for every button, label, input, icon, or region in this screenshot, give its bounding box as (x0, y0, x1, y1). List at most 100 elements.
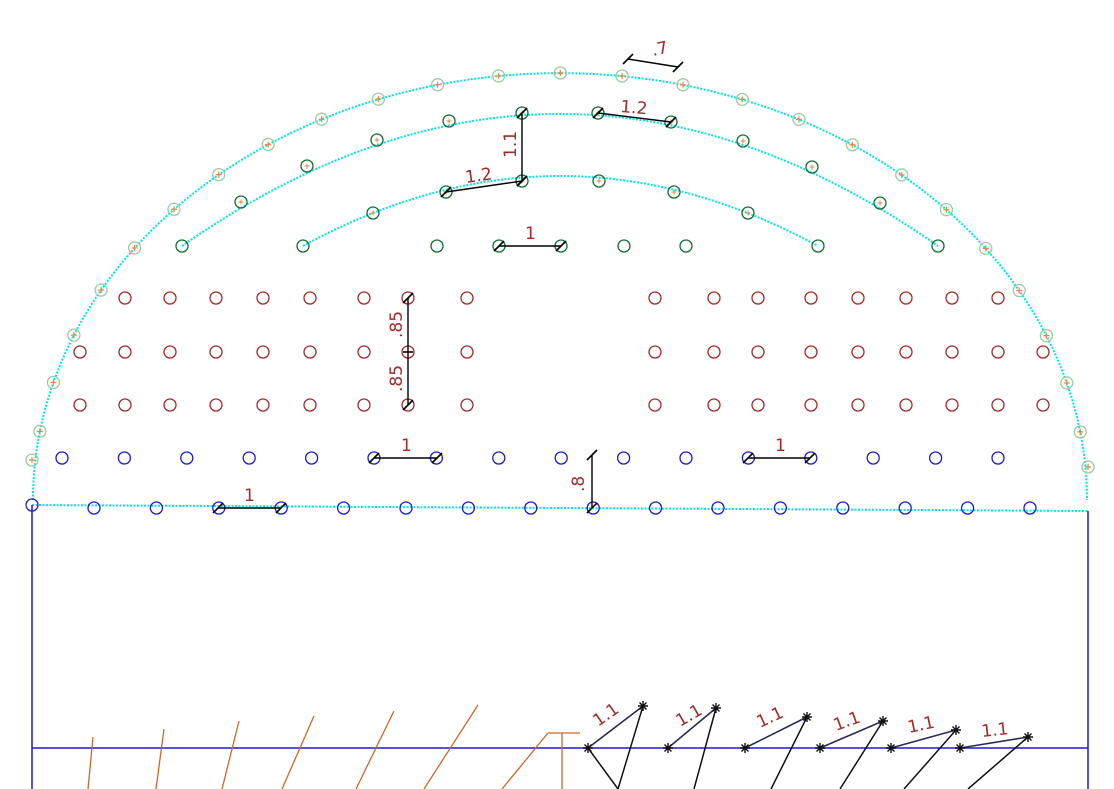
dim-inner-spacing: 1 (525, 224, 536, 244)
perimeter-hole-center (36, 428, 43, 435)
cut-hole-marker (802, 712, 812, 722)
stoping-hole (1036, 398, 1050, 412)
stoping-hole (899, 291, 913, 305)
dim-stoping-burden-upper: .85 (387, 311, 407, 338)
perimeter-hole-center (171, 206, 178, 213)
stoping-hole (751, 398, 765, 412)
crown-spacing-right-dim (597, 112, 672, 123)
lifter-hole (960, 501, 975, 515)
stoping-hole (256, 398, 270, 412)
cut-hole (587, 747, 619, 789)
cut-hole-marker (951, 725, 961, 735)
crown-spacing-right-dim-tick (665, 116, 677, 128)
crown-hole (667, 185, 681, 199)
dim-crown-spacing-right: 1.2 (620, 97, 649, 119)
dim-lifter-spacing: 1 (244, 486, 255, 506)
dim-perimeter-spacing: .7 (650, 38, 670, 61)
crown-hole (592, 174, 606, 188)
perimeter-hole-center (265, 141, 272, 148)
stoping-hole (804, 291, 818, 305)
perimeter-hole-center (495, 72, 502, 79)
stoping-hole (460, 398, 474, 412)
crown-hole-center (596, 178, 602, 184)
perimeter-hole-center (1077, 428, 1084, 435)
lifter-spacing-dim-tick (275, 502, 287, 514)
stoping-hole (303, 291, 317, 305)
perimeter-hole-center (318, 116, 325, 123)
crown-hole-center (809, 164, 815, 170)
lifter-hole (461, 501, 476, 515)
stoping-hole (163, 345, 177, 359)
helper-spacing-right-dim-tick (804, 452, 816, 464)
perimeter-hole (1081, 460, 1095, 474)
stoping-hole (991, 345, 1005, 359)
helper-hole (679, 451, 693, 465)
lifter-hole (25, 498, 39, 512)
stoping-hole (163, 291, 177, 305)
crown-hole-center (374, 137, 380, 143)
lifter-hole (336, 501, 351, 515)
perimeter-hole (1060, 376, 1074, 390)
helper-hole (991, 451, 1005, 465)
stoping-hole (1036, 345, 1050, 359)
perimeter-hole (676, 78, 690, 92)
cut-hole-marker (886, 743, 896, 753)
crown-spacing-right-dim-tick (592, 107, 604, 119)
perimeter-hole (491, 69, 506, 83)
dim-crown-burden: 1.1 (501, 131, 521, 158)
stoping-hole (256, 345, 270, 359)
stoping-hole (707, 291, 721, 305)
stoping-hole (899, 345, 913, 359)
cut-hole-marker (711, 703, 721, 713)
perimeter-hole-center (434, 81, 441, 88)
stoping-hole (460, 345, 474, 359)
crown-hole (664, 115, 678, 129)
stoping-hole (209, 398, 223, 412)
dim-helper-spacing-left: 1 (401, 436, 412, 456)
cut-tie (959, 736, 1029, 749)
perimeter-hole (212, 167, 226, 182)
dimension-lines (212, 53, 816, 514)
cut-hole (903, 729, 957, 789)
stoping-hole (209, 291, 223, 305)
stoping-hole (851, 291, 865, 305)
perimeter-hole-center (1063, 379, 1070, 386)
crown-hole (736, 134, 750, 148)
lifter-spacing-dim-tick (212, 502, 224, 514)
crown-hole-center (740, 138, 746, 144)
perimeter-hole (261, 137, 275, 152)
stoping-hole (945, 291, 959, 305)
perimeter-hole-center (1016, 287, 1023, 294)
perimeter-hole-center (98, 287, 105, 294)
crown-hole (442, 114, 456, 128)
perimeter-hole-center (29, 457, 35, 463)
lookout-hole (87, 736, 94, 789)
stoping-hole (851, 345, 865, 359)
lookout-hole (155, 728, 165, 789)
lifter-hole (648, 501, 663, 515)
stoping-hole (303, 345, 317, 359)
perimeter-hole-center (982, 245, 989, 252)
lifter-hole (87, 501, 101, 515)
crown-hole (873, 196, 887, 210)
helper-spacing-left-dim-tick (431, 452, 443, 464)
helper-hole (928, 451, 943, 465)
profile-floor-line (31, 504, 1090, 512)
perimeter-hole (1012, 283, 1026, 298)
stoping-hole (357, 398, 371, 412)
cut-hole-marker (663, 743, 673, 753)
perimeter-hole (615, 69, 629, 83)
stoping-hole (991, 398, 1005, 412)
cut-hole-marker (955, 743, 965, 753)
stoping-hole (357, 291, 371, 305)
lifter-hole (898, 501, 912, 515)
stoping-hole (804, 398, 818, 412)
perimeter-hole-center (943, 206, 950, 213)
perimeter-hole (792, 112, 806, 127)
stoping-hole (751, 345, 765, 359)
perimeter-hole (94, 283, 108, 297)
crown-hole-center (370, 210, 376, 216)
perimeter-hole-center (131, 244, 138, 251)
